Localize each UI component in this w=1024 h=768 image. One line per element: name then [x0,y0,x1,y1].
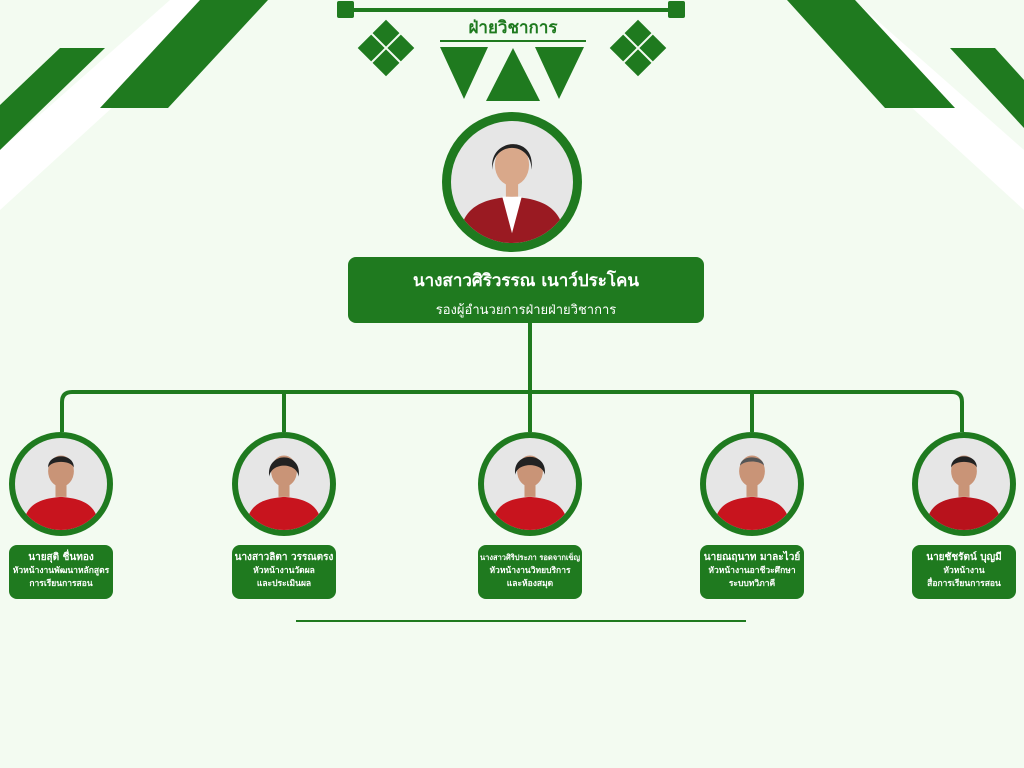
member-role: การเรียนการสอน [29,579,93,589]
title-underline [440,40,586,42]
bottom-divider [296,620,746,622]
member-photo [706,438,798,530]
top-bar [346,8,676,12]
member-role: และประเมินผล [256,579,312,589]
head-photo-frame [442,112,582,252]
left-green-stripe-2 [0,48,105,150]
right-green-stripe-1 [787,0,955,108]
member-role: หัวหน้างานวัดผล [253,566,315,576]
triangle-middle [486,48,540,101]
person-icon [245,455,323,530]
top-bar-right-cap [668,1,685,18]
member-role: หัวหน้างานอาชีวะศึกษา [708,566,796,576]
head-card: นางสาวศิริวรรณ เนาว์ประโคน รองผู้อำนวยกา… [348,257,704,323]
member-role: หัวหน้างานวิทยบริการ [489,566,571,576]
member-photo-frame [9,432,113,536]
member-card: นางสาวศิริประภา รอดจากเข็ญ หัวหน้างานวิท… [478,545,582,599]
member-name: นางสาวศิริประภา รอดจากเข็ญ [479,553,580,562]
member-role: หัวหน้างาน [943,566,985,576]
member-photo [484,438,576,530]
member-role: ระบบทวิภาคี [728,579,776,589]
head-photo [451,121,573,243]
person-icon [491,455,569,530]
triangle-left [440,47,488,99]
person-icon [22,455,100,530]
head-role: รองผู้อำนวยการฝ่ายฝ่ายวิชาการ [435,303,617,318]
member-photo-frame [232,432,336,536]
right-green-stripe-2 [950,48,1024,128]
member-card: นายชัชรัตน์ บุญมี หัวหน้างาน สื่อการเรีย… [912,545,1016,599]
head-name: นางสาวศิริวรรณ เนาว์ประโคน [412,271,640,291]
org-connectors [60,323,964,432]
person-icon [713,455,791,530]
member-photo [238,438,330,530]
member-name: นางสาวลิตา วรรณตรง [234,552,334,563]
member-photo-frame [478,432,582,536]
left-diamond-cluster [357,19,415,77]
member-role: หัวหน้างานพัฒนาหลักสูตร [12,566,110,576]
page-title: ฝ่ายวิชาการ [468,18,558,38]
member-role: สื่อการเรียนการสอน [927,579,1001,589]
right-diamond-cluster [609,19,667,77]
member-photo [918,438,1010,530]
person-icon [925,455,1003,530]
triangle-right [535,47,584,99]
member-role: และห้องสมุด [506,579,554,589]
member-name: นายสุติ ชื่นทอง [28,552,94,563]
member-card: นางสาวลิตา วรรณตรง หัวหน้างานวัดผล และปร… [232,545,336,599]
member-photo-frame [700,432,804,536]
member-photo-frame [912,432,1016,536]
member-name: นายชัชรัตน์ บุญมี [926,552,1002,563]
member-photo [15,438,107,530]
top-bar-left-cap [337,1,354,18]
left-green-stripe-1 [100,0,268,108]
member-card: นายณฤนาท มาละไวย์ หัวหน้างานอาชีวะศึกษา … [700,545,804,599]
person-icon [458,144,566,243]
member-name: นายณฤนาท มาละไวย์ [703,552,801,563]
member-card: นายสุติ ชื่นทอง หัวหน้างานพัฒนาหลักสูตร … [9,545,113,599]
